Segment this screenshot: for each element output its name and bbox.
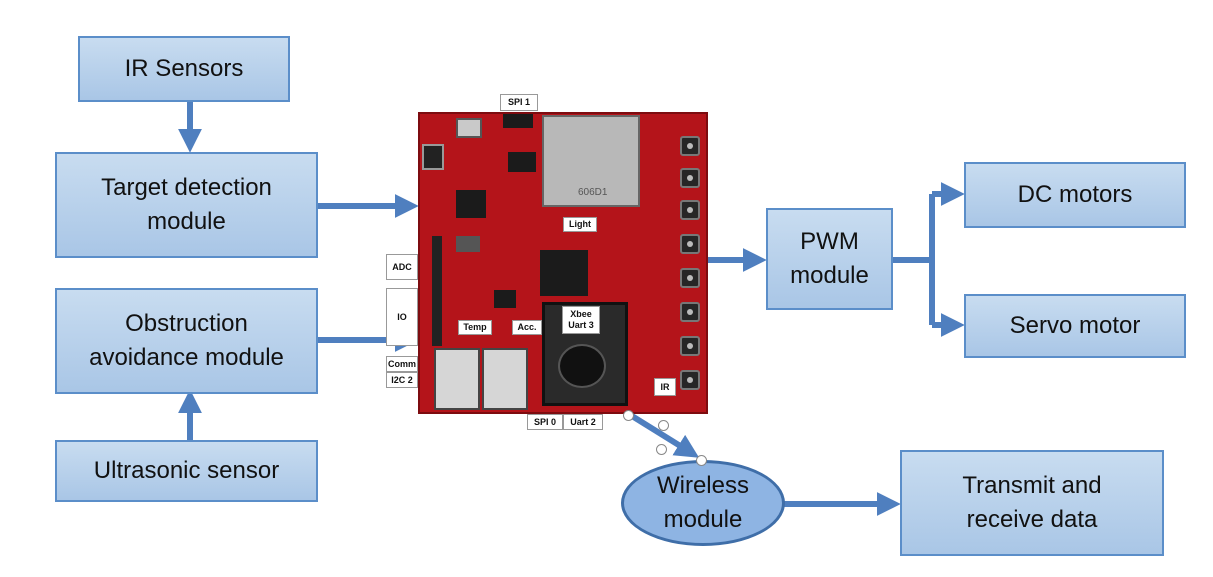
board-button-7 bbox=[680, 336, 700, 356]
obstruction-label-line1: Obstruction bbox=[125, 310, 248, 337]
left-header-pins bbox=[432, 236, 442, 346]
sd-card-label: 606D1 bbox=[578, 187, 608, 198]
board-button-4 bbox=[680, 234, 700, 254]
acc-tag: Acc. bbox=[512, 320, 542, 335]
board-button-2 bbox=[680, 168, 700, 188]
obstruction-avoidance-box: Obstruction avoidance module bbox=[55, 288, 318, 394]
dc-motors-label: DC motors bbox=[1017, 181, 1133, 208]
ultrasonic-label: Ultrasonic sensor bbox=[93, 457, 280, 484]
connector-handle-mid-top bbox=[658, 420, 669, 431]
adc-tag: ADC bbox=[386, 254, 418, 280]
arrow-pwm-branch bbox=[893, 194, 935, 325]
servo-motor-box: Servo motor bbox=[964, 294, 1186, 358]
sd-card-slot: 606D1 bbox=[542, 115, 640, 207]
connector-handle-start bbox=[623, 410, 634, 421]
xbee-tag: Xbee Uart 3 bbox=[562, 306, 600, 334]
uart2-tag: Uart 2 bbox=[563, 414, 603, 430]
transmit-receive-box: Transmit and receive data bbox=[900, 450, 1164, 556]
light-sensor-tag: Light bbox=[563, 217, 597, 232]
battery-holder bbox=[558, 344, 606, 388]
xbee-label-line1: Xbee bbox=[570, 309, 592, 319]
main-microcontroller bbox=[540, 250, 588, 296]
switch bbox=[456, 236, 480, 252]
accelerometer-chip bbox=[494, 290, 516, 308]
wireless-label-line1: Wireless bbox=[656, 472, 749, 499]
target-detection-label-line2: module bbox=[147, 208, 226, 235]
xbee-label-line2: Uart 3 bbox=[568, 320, 594, 330]
connector-handle-mid-bottom bbox=[656, 444, 667, 455]
regulator-chip bbox=[508, 152, 536, 172]
obstruction-label-line2: avoidance module bbox=[89, 344, 284, 371]
board-button-6 bbox=[680, 302, 700, 322]
dc-motors-box: DC motors bbox=[964, 162, 1186, 228]
usb-connector bbox=[456, 118, 482, 138]
seven-segment-display-left bbox=[434, 348, 480, 410]
servo-motor-label: Servo motor bbox=[1009, 312, 1141, 339]
arrow-board-to-wireless bbox=[630, 413, 700, 458]
transmit-label-line1: Transmit and bbox=[962, 472, 1102, 499]
spi1-tag: SPI 1 bbox=[500, 94, 538, 111]
io-tag: IO bbox=[386, 288, 418, 346]
temp-tag: Temp bbox=[458, 320, 492, 335]
i2c2-tag: I2C 2 bbox=[386, 372, 418, 388]
ir-sensors-box: IR Sensors bbox=[78, 36, 290, 102]
board-button-5 bbox=[680, 268, 700, 288]
ultrasonic-sensor-box: Ultrasonic sensor bbox=[55, 440, 318, 502]
board-button-1 bbox=[680, 136, 700, 156]
header-pins-top bbox=[503, 114, 533, 128]
ic-chip-small bbox=[456, 190, 486, 218]
spi0-tag: SPI 0 bbox=[527, 414, 563, 430]
target-detection-label-line1: Target detection bbox=[101, 174, 272, 201]
seven-segment-display-right bbox=[482, 348, 528, 410]
transmit-label-line2: receive data bbox=[966, 506, 1098, 533]
pwm-label-line1: PWM bbox=[800, 228, 859, 255]
comm-tag: Comm bbox=[386, 356, 418, 372]
connector-handle-end bbox=[696, 455, 707, 466]
wireless-module-ellipse: Wireless module bbox=[621, 460, 785, 546]
pwm-label-line2: module bbox=[790, 262, 869, 289]
board-button-3 bbox=[680, 200, 700, 220]
wireless-label-line2: module bbox=[663, 506, 743, 533]
ir-sensors-label: IR Sensors bbox=[124, 55, 244, 82]
target-detection-box: Target detection module bbox=[55, 152, 318, 258]
power-jack bbox=[422, 144, 444, 170]
board-button-8 bbox=[680, 370, 700, 390]
pwm-module-box: PWM module bbox=[766, 208, 893, 310]
ir-tag: IR bbox=[654, 378, 676, 396]
